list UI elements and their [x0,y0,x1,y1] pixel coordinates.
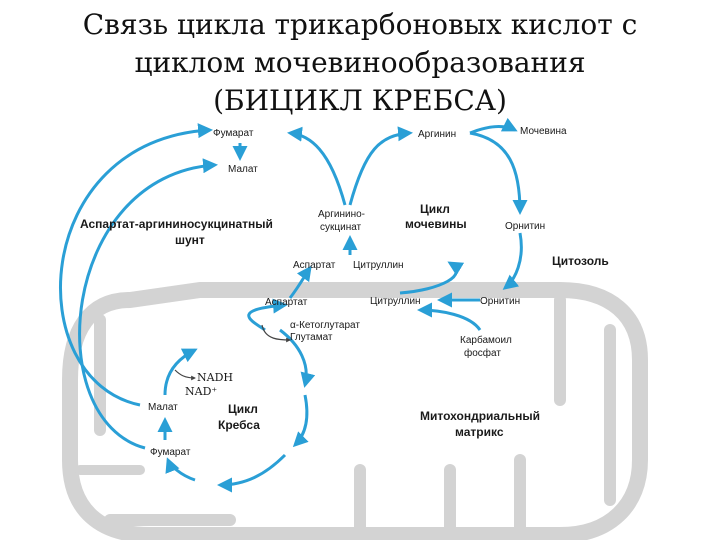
aspartate-transport-arrow [288,265,312,299]
shunt-label-line1: Аспартат-аргининосукцинатный [80,217,273,231]
urea-label: Мочевина [520,126,567,137]
arginine-to-urea-arrow [469,117,518,135]
carbamoyl-label-1: Карбамоил [460,334,512,346]
carbamoyl-label-2: фосфат [464,347,501,359]
cofactor-arrows [174,324,291,381]
aspartate-mito-label: Аспартат [265,297,308,308]
arginine-to-ornithine-arrow [469,131,528,215]
citrulline-transport-arrow [399,261,465,295]
argsucc-to-arginine-arrow [348,126,413,206]
carbamoyl-arrow [417,302,482,331]
oxaloacetate-to-aspartate-arrow [247,298,288,332]
glutamate-arrow [261,324,291,343]
ornithine-transport-arrow [502,232,523,290]
ornithine-mito-label: Орнитин [480,296,520,307]
title-line-3: (БИЦИКЛ КРЕБСА) [213,84,507,117]
pathway-arrows [59,117,528,493]
malate-mito-label: Малат [148,402,178,413]
urea-cycle-label-1: Цикл [420,202,450,216]
fumarate-mito-label: Фумарат [150,447,191,458]
argsucc-to-fumarate-arrow [287,126,347,206]
nad-label: NAD⁺ [185,385,217,398]
krebs-arc-left-bottom [165,457,196,482]
nadh-arrow [174,369,196,381]
citrulline-mito-label: Цитруллин [370,296,421,307]
glutamate-label: Глутамат [290,332,333,343]
aspartate-cytosol-label: Аспартат [293,260,336,271]
title-line-2: циклом мочевинообразования [134,46,586,79]
title-line-1: Связь цикла трикарбоновых кислот с [82,8,638,41]
shunt-arrow-inner [78,158,218,450]
matrix-label-1: Митохондриальный [420,409,540,423]
ketoglutarate-label: α-Кетоглутарат [290,320,360,331]
shunt-label-line2: шунт [175,233,205,247]
matrix-label-2: матрикс [455,425,504,439]
urea-cycle-label-2: мочевины [405,217,467,231]
krebs-arc-right-top [279,328,316,388]
krebs-label-2: Кребса [218,418,260,432]
argininosuccinate-label-2: сукцинат [320,222,362,233]
malate-top-label: Малат [228,164,258,175]
cytosol-label: Цитозоль [552,254,609,268]
krebs-arc-bottom [217,453,287,493]
krebs-label-1: Цикл [228,402,258,416]
krebs-arc-right [292,394,309,448]
nadh-label: NADH [197,371,233,384]
shunt-arrow-outer [59,123,213,407]
ornithine-cytosol-label: Орнитин [505,221,545,232]
argininosuccinate-label-1: Аргинино- [318,209,365,220]
citrulline-cytosol-label: Цитруллин [353,260,404,271]
page-title: Связь цикла трикарбоновых кислот с цикло… [0,6,720,120]
fumarate-top-label: Фумарат [213,128,254,139]
malate-to-oxaloacetate-arrow [163,348,198,396]
arginine-label: Аргинин [418,129,456,140]
